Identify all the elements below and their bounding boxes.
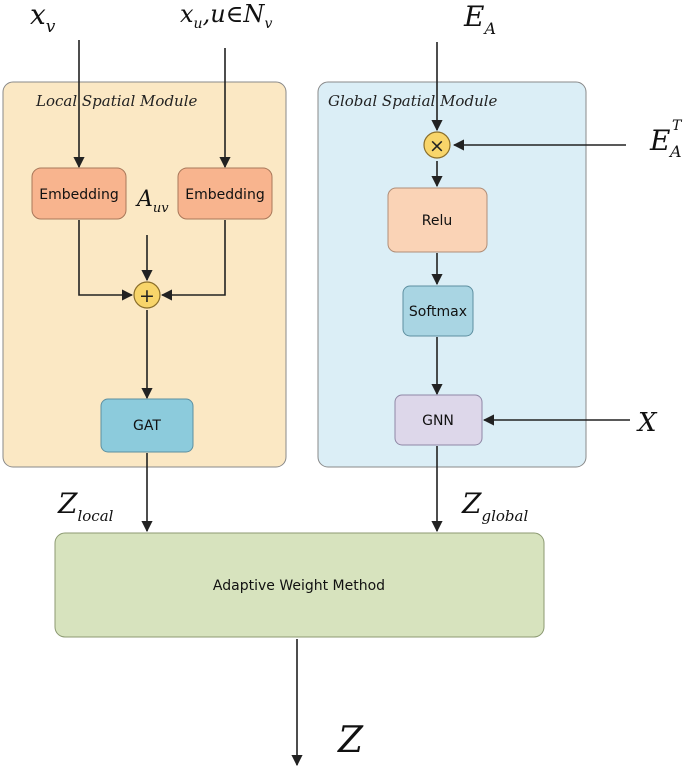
input-x-label: X [636,408,658,438]
gnn-label: GNN [422,413,454,429]
global-module-panel [317,81,587,468]
multiply-symbol: × [429,135,445,157]
relu-box [387,187,488,253]
input-xv-label: xv [30,0,56,37]
gat-box [100,398,194,453]
multiply-operator [423,131,451,159]
embedding-left-label: Embedding [39,187,118,203]
adaptive-weight-label: Adaptive Weight Method [213,578,385,594]
local-module-title: Local Spatial Module [35,92,198,110]
adjacency-label: Auv [135,187,169,216]
input-xu-label: xu,u∈Nv [180,0,272,32]
z-local-label: Zlocal [57,487,114,525]
z-output-label: Z [337,720,364,761]
global-module-title: Global Spatial Module [328,92,498,110]
add-symbol: + [139,285,155,307]
z-global-label: Zglobal [461,487,528,525]
gnn-box [394,394,483,446]
softmax-box [402,285,474,337]
gat-label: GAT [133,418,161,434]
relu-label: Relu [422,213,452,229]
input-eat-label: EAT [649,118,683,161]
input-ea-label: EA [463,0,496,38]
embedding-left-box [31,167,127,220]
adaptive-weight-box [54,532,545,638]
embedding-right-box [177,167,273,220]
softmax-label: Softmax [409,304,467,320]
embedding-right-label: Embedding [185,187,264,203]
add-operator [133,281,161,309]
